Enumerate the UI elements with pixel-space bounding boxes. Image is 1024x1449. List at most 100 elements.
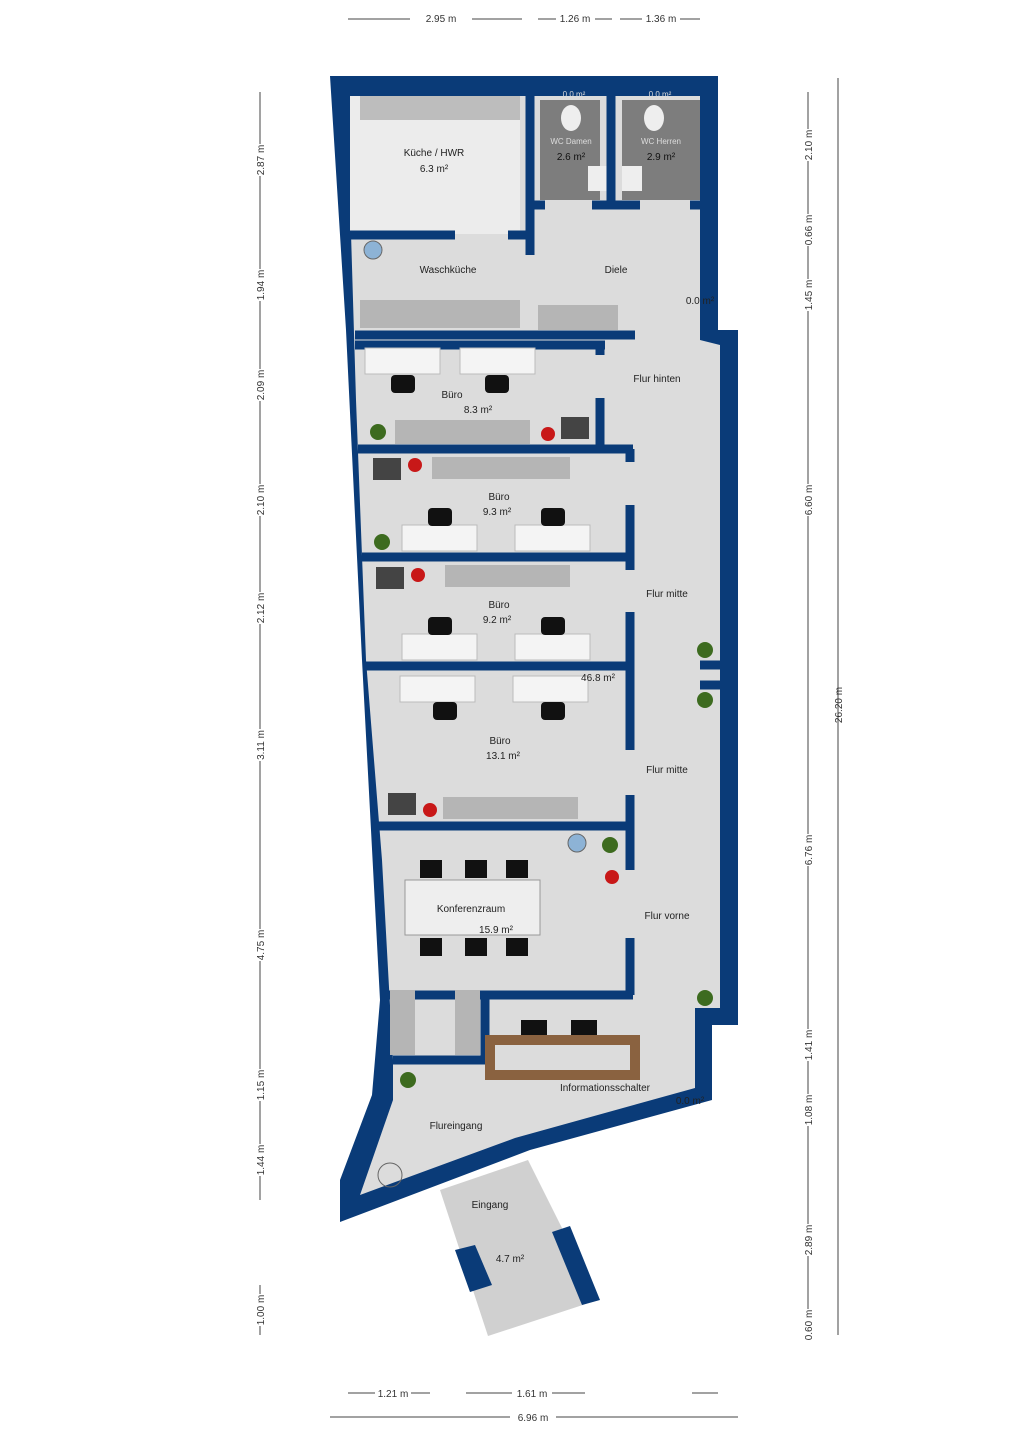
dim-top-2: 1.26 m <box>560 14 591 25</box>
dim-bottom-1: 1.21 m <box>378 1389 409 1400</box>
dim-left-4: 2.10 m <box>256 485 267 516</box>
corridor-area: 46.8 m² <box>581 673 616 684</box>
dimension-bottom: 1.21 m 1.61 m 6.96 m <box>330 1386 738 1424</box>
office4-label: Büro <box>489 736 511 747</box>
office2-area: 9.3 m² <box>483 507 512 518</box>
cabinet <box>360 300 520 328</box>
cabinet <box>445 565 570 587</box>
dim-right-7: 1.08 m <box>804 1095 815 1126</box>
conference-table <box>404 879 541 936</box>
plant <box>374 534 390 550</box>
dim-right-8: 2.89 m <box>804 1225 815 1256</box>
info-label: Informationsschalter <box>560 1083 651 1094</box>
conference-chair <box>420 860 442 878</box>
info-area: 0.0 m² <box>676 1096 705 1107</box>
red-chair <box>423 803 437 817</box>
cabinet <box>390 990 415 1055</box>
office-chair <box>433 702 457 720</box>
red-chair <box>605 870 619 884</box>
plant <box>697 692 713 708</box>
conference-chair <box>420 938 442 956</box>
dimension-right: 2.10 m0.66 m1.45 m6.60 m6.76 m1.41 m1.08… <box>801 78 845 1341</box>
office3-area: 9.2 m² <box>483 615 512 626</box>
corridor-back-label: Flur hinten <box>633 374 680 385</box>
conference-chair <box>465 860 487 878</box>
office-chair <box>428 617 452 635</box>
entrance-floor <box>440 1160 598 1336</box>
wc2-area: 2.9 m² <box>647 152 676 163</box>
dim-left-1: 2.87 m <box>256 145 267 176</box>
hall-label: Diele <box>605 265 628 276</box>
plant <box>697 990 713 1006</box>
office-chair <box>428 508 452 526</box>
wc2-top-area: 0.0 m² <box>649 90 672 99</box>
wc2-label: WC Herren <box>641 137 681 146</box>
desk <box>514 524 591 552</box>
red-chair <box>541 427 555 441</box>
dimension-top: 2.95 m 1.26 m 1.36 m <box>348 14 700 25</box>
water-dispenser <box>567 833 587 853</box>
desk <box>401 524 478 552</box>
office-chair <box>391 375 415 393</box>
office-chair <box>541 702 565 720</box>
dim-left-10: 1.00 m <box>256 1295 267 1326</box>
conference-label: Konferenzraum <box>437 904 505 915</box>
building <box>330 76 738 1336</box>
kitchen-area: 6.3 m² <box>420 164 449 175</box>
printer <box>561 417 589 439</box>
reception-counter <box>485 1035 640 1080</box>
dim-total-height: 26.20 m <box>834 687 845 723</box>
plant <box>400 1072 416 1088</box>
conference-area: 15.9 m² <box>479 925 514 936</box>
corridor-front-label: Flur vorne <box>644 911 689 922</box>
cabinet <box>432 457 570 479</box>
washing-machine <box>363 240 383 260</box>
conference-chair <box>465 938 487 956</box>
office-chair <box>541 508 565 526</box>
desk <box>364 347 441 375</box>
plant <box>602 837 618 853</box>
dim-left-8: 1.15 m <box>256 1070 267 1101</box>
conference-chair <box>506 860 528 878</box>
dim-right-6: 1.41 m <box>804 1030 815 1061</box>
entrance-label: Eingang <box>472 1200 509 1211</box>
desk <box>512 675 589 703</box>
dim-right-9: 0.60 m <box>804 1310 815 1341</box>
dim-top-3: 1.36 m <box>646 14 677 25</box>
dim-top-1: 2.95 m <box>426 14 457 25</box>
office3-label: Büro <box>488 600 510 611</box>
kitchen-label: Küche / HWR <box>404 148 465 159</box>
wc1-label: WC Damen <box>550 137 591 146</box>
corridor-mid1-label: Flur mitte <box>646 589 688 600</box>
office-chair <box>485 375 509 393</box>
office1-label: Büro <box>441 390 463 401</box>
red-chair <box>411 568 425 582</box>
hall-area: 0.0 m² <box>686 296 715 307</box>
office2-label: Büro <box>488 492 510 503</box>
red-chair <box>408 458 422 472</box>
cabinet <box>455 990 480 1055</box>
desk <box>459 347 536 375</box>
dim-left-5: 2.12 m <box>256 593 267 624</box>
room-labels: Küche / HWR 6.3 m² 0.0 m² 0.0 m² WC Dame… <box>404 90 715 1265</box>
desk <box>514 633 591 661</box>
dimension-left: 2.87 m1.94 m2.09 m2.10 m2.12 m3.11 m4.75… <box>253 92 267 1335</box>
laundry-label: Waschküche <box>420 265 477 276</box>
plant <box>370 424 386 440</box>
entry-hall-label: Flureingang <box>430 1121 483 1132</box>
printer <box>373 458 401 480</box>
desk <box>399 675 476 703</box>
office1-area: 8.3 m² <box>464 405 493 416</box>
ceiling-fan <box>377 1162 403 1188</box>
dim-left-9: 1.44 m <box>256 1145 267 1176</box>
entrance-area: 4.7 m² <box>496 1254 525 1265</box>
printer <box>376 567 404 589</box>
cabinet <box>443 797 578 819</box>
dim-right-1: 2.10 m <box>804 130 815 161</box>
wc1-top-area: 0.0 m² <box>563 90 586 99</box>
dim-right-5: 6.76 m <box>804 835 815 866</box>
wc1-area: 2.6 m² <box>557 152 586 163</box>
conference-chair <box>506 938 528 956</box>
desk <box>401 633 478 661</box>
printer <box>388 793 416 815</box>
